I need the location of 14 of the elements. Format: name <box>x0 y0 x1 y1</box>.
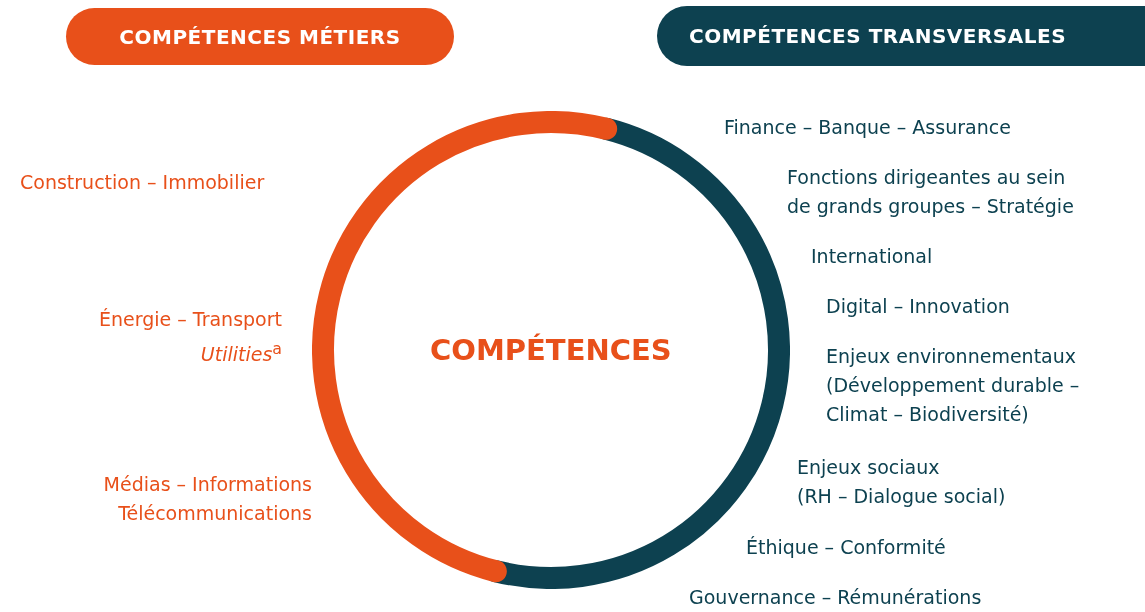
skill-label: International <box>811 244 933 269</box>
skill-label: Finance – Banque – Assurance <box>724 115 1011 140</box>
skill-label: Digital – Innovation <box>826 294 1010 319</box>
sector-label: Énergie – Transport Utilities$^{a}$ <box>99 307 282 368</box>
skill-label: Enjeux sociaux (RH – Dialogue social) <box>797 455 1006 509</box>
section-header: COMPÉTENCES TRANSVERSALES <box>657 6 1145 66</box>
section-header: COMPÉTENCES MÉTIERS <box>66 8 454 65</box>
sector-label: Construction – Immobilier <box>20 170 265 195</box>
sector-label: Médias – Informations Télécommunications <box>103 472 312 526</box>
skill-label: Éthique – Conformité <box>746 535 946 560</box>
skill-label: Fonctions dirigeantes au sein de grands groupes – Stratégie <box>787 165 1074 219</box>
skill-label: Enjeux environnementaux (Développement durable – Climat – Biodiversité) <box>826 344 1080 427</box>
center-title: COMPÉTENCES <box>430 333 672 367</box>
skill-label: Gouvernance – Rémunérations <box>689 585 982 610</box>
